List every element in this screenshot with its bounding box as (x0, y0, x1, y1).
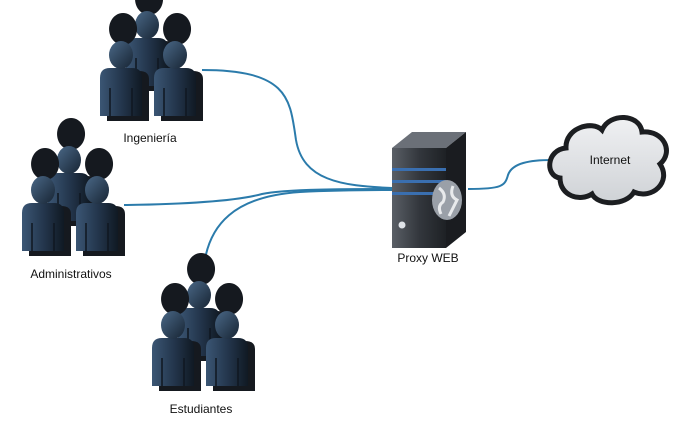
node-ingenieria: Ingeniería (100, 0, 203, 145)
web-server-icon (392, 132, 466, 248)
label-internet: Internet (590, 153, 631, 167)
link-proxy-internet (467, 159, 553, 190)
link-estudiantes-proxy (202, 189, 393, 283)
label-administrativos: Administrativos (30, 267, 111, 281)
node-proxy: Proxy WEB (392, 132, 466, 265)
link-administrativos-proxy (123, 188, 393, 206)
user-group-icon (100, 0, 203, 121)
cloud-icon (547, 115, 669, 206)
node-administrativos: Administrativos (22, 118, 125, 281)
user-group-icon (152, 253, 255, 391)
label-proxy: Proxy WEB (397, 251, 458, 265)
connections (123, 69, 553, 283)
user-group-icon (22, 118, 125, 256)
label-estudiantes: Estudiantes (170, 402, 233, 416)
link-ingenieria-proxy (201, 69, 393, 189)
label-ingenieria: Ingeniería (123, 131, 177, 145)
node-internet: Internet (547, 115, 669, 206)
node-estudiantes: Estudiantes (152, 253, 255, 416)
